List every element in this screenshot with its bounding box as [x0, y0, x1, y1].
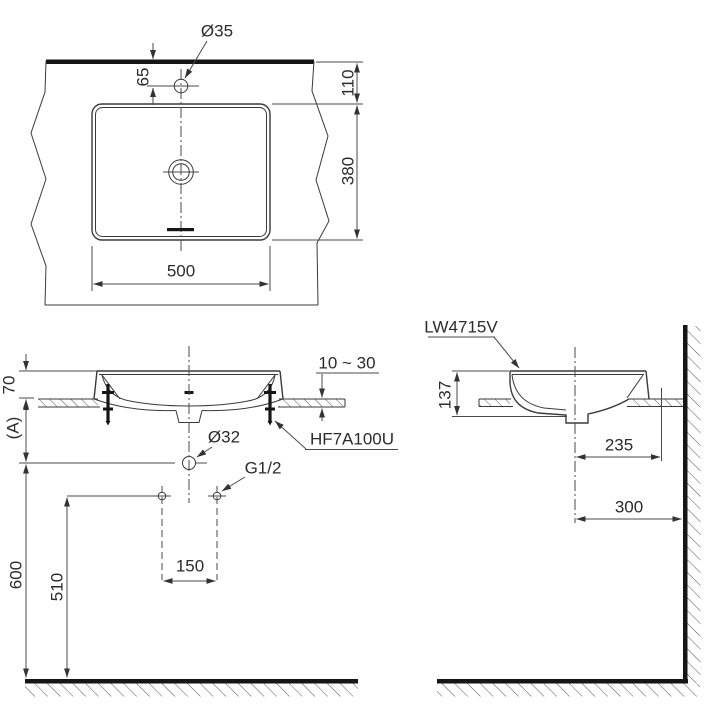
side-wall-line	[683, 325, 688, 683]
side-wall-hatch	[687, 326, 701, 683]
front-floor-line	[25, 679, 358, 684]
drain-supply-hole	[182, 456, 196, 470]
front-view: 70 (A) 10 ~ 30 HF7A100U Ø32 G1/2 150	[0, 346, 398, 697]
supply-hole-right	[212, 491, 222, 501]
basin-rim-brace-left	[101, 374, 121, 400]
drain-hole-inner	[172, 163, 190, 181]
mounting-bolt-right	[264, 384, 276, 426]
side-counter-hatch-right	[629, 399, 683, 407]
side-rim-brace-right	[626, 374, 644, 399]
model-leader-line	[493, 336, 520, 369]
overflow-slot	[167, 228, 194, 232]
plan-view: Ø35 65 110 380 500	[30, 22, 363, 306]
faucet-diameter-label: Ø35	[201, 22, 233, 41]
supply-thread-label: G1/2	[245, 459, 282, 478]
side-bowl-outer	[509, 371, 630, 424]
counter-hatch-left	[38, 399, 98, 407]
dim-a-label: (A)	[4, 417, 23, 440]
dim-150-label: 150	[176, 557, 204, 576]
faucet-hole	[173, 78, 189, 94]
supply-hole-left	[157, 491, 167, 501]
supply-leader-line	[221, 476, 246, 492]
basin-underside-left	[93, 398, 177, 412]
dim-500-label: 500	[167, 262, 195, 281]
dim-70-label: 70	[0, 376, 19, 395]
drain-diameter-label: Ø32	[208, 428, 240, 447]
drain-leader-line	[196, 446, 213, 458]
basin-edge-right	[279, 370, 284, 400]
dim-300-label: 300	[615, 498, 643, 517]
dim-235-label: 235	[605, 436, 633, 455]
counter-hatch-right	[279, 399, 345, 407]
dim-110-label: 110	[339, 69, 358, 96]
bolt-leader-line	[274, 420, 307, 450]
dim-1030-label: 10 ~ 30	[318, 354, 375, 373]
drain-hole-outer	[168, 159, 194, 185]
side-bowl-inner	[511, 374, 567, 411]
side-edge-right	[645, 370, 650, 400]
basin-edge-left	[93, 370, 98, 400]
side-view: LW4715V 137 235 300	[424, 318, 701, 697]
plan-wall-line	[46, 59, 314, 64]
basin-underside-right	[201, 398, 284, 412]
dim-510-label: 510	[48, 573, 67, 601]
dim-137-label: 137	[436, 381, 455, 409]
mounting-bolt-left	[102, 384, 114, 426]
side-floor-hatch	[437, 683, 700, 697]
side-floor-line	[437, 679, 688, 684]
break-line-right	[311, 60, 330, 306]
side-counter-hatch-left	[479, 399, 510, 407]
dim-600-label: 600	[7, 561, 26, 589]
dim-380-label: 380	[339, 157, 358, 185]
break-line-left	[30, 60, 47, 306]
front-floor-hatch	[25, 683, 358, 697]
basin-rim-brace-right	[256, 374, 276, 400]
bolt-model-label: HF7A100U	[310, 430, 394, 449]
product-model-label: LW4715V	[424, 318, 498, 337]
faucet-leader-line	[184, 40, 208, 79]
dim-65-label: 65	[134, 68, 153, 87]
